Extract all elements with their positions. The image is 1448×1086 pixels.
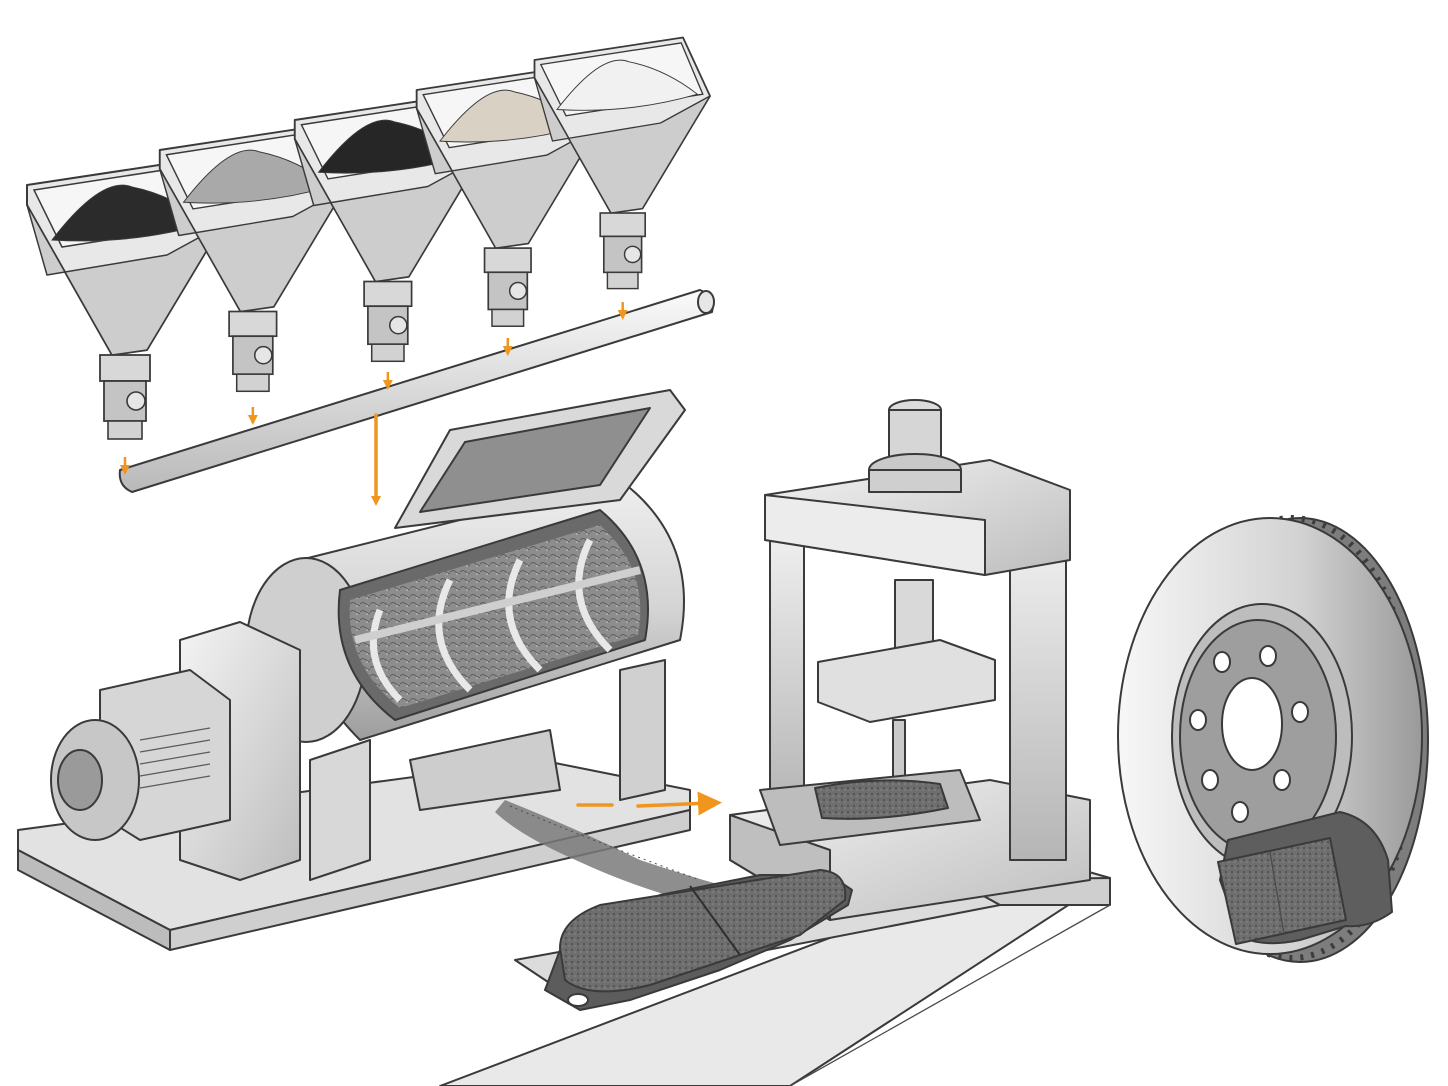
feed-manifold-pipe	[118, 289, 715, 493]
hopper-material-white-powder	[556, 59, 699, 111]
brake-disc	[1117, 515, 1429, 963]
raw-material-hoppers	[26, 36, 711, 475]
arrow-mixer-to-press	[636, 791, 722, 816]
mixer-ribbons	[369, 538, 613, 703]
hopper-5	[533, 36, 711, 290]
brake-pad-on-disc	[1217, 811, 1393, 945]
ribbon-mixer	[17, 389, 740, 951]
hydraulic-press	[729, 399, 1091, 921]
finished-brake-pad	[544, 869, 853, 1011]
hopper-2	[158, 125, 346, 393]
flow-arrows	[371, 413, 722, 816]
lug-holes	[1189, 645, 1309, 823]
